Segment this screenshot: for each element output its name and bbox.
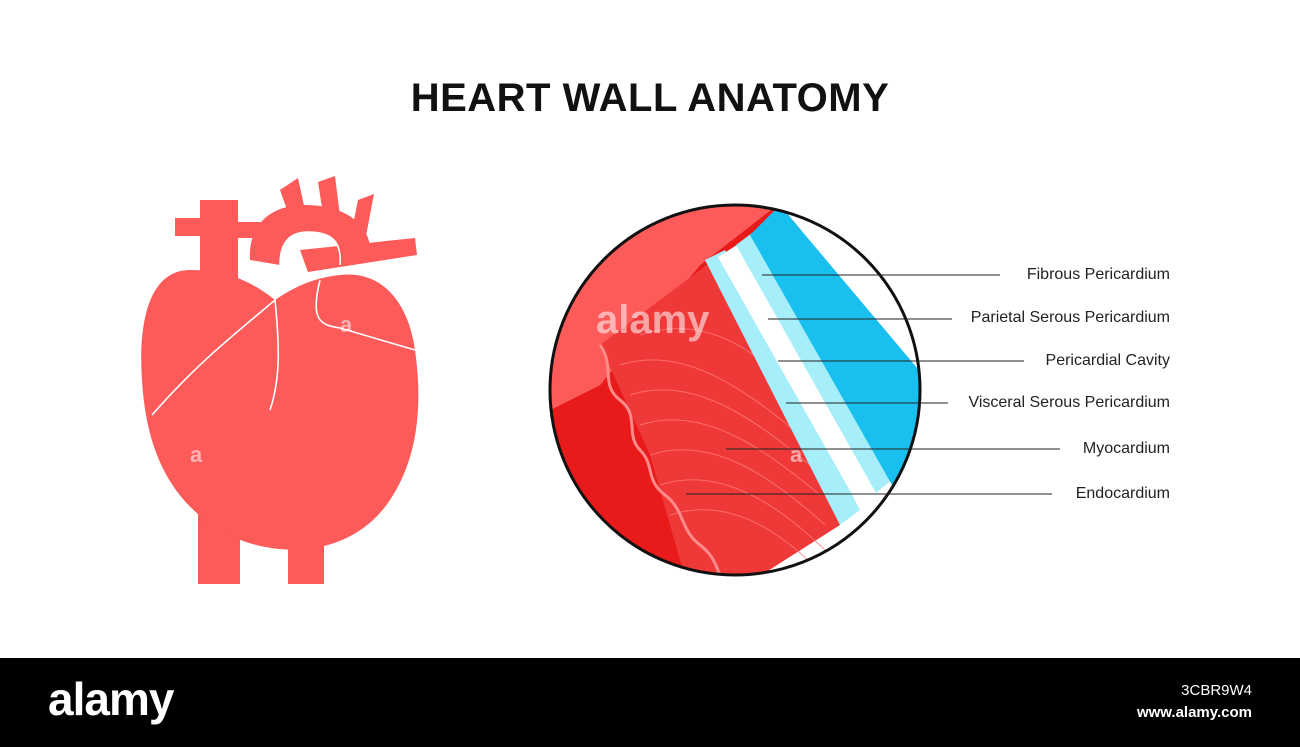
label-pericardial-cavity: Pericardial Cavity [1045, 352, 1170, 369]
heart-illustration [141, 176, 419, 584]
pericardial-cavity [718, 243, 880, 505]
myocardium-region [550, 205, 840, 575]
label-visceral-serous-pericardium: Visceral Serous Pericardium [968, 394, 1170, 411]
cross-section-border [548, 203, 922, 577]
footer-image-id: 3CBR9W4 [1181, 682, 1252, 699]
muscle-fibres [600, 255, 840, 575]
footer-bar: alamy 3CBR9W4 www.alamy.com [0, 658, 1300, 747]
endocardium-border [598, 344, 732, 575]
watermark-center: alamy [596, 298, 710, 342]
label-myocardium: Myocardium [1082, 440, 1170, 457]
footer-logo: alamy [48, 673, 174, 725]
label-parietal-serous-pericardium: Parietal Serous Pericardium [970, 309, 1170, 326]
pulmonary-branch [300, 238, 417, 272]
watermark-small-1: a [340, 312, 353, 337]
heart-body [141, 270, 419, 550]
parietal-serous-layer [736, 233, 894, 493]
watermark-small-2: a [190, 442, 203, 467]
diagram-title: HEART WALL ANATOMY [410, 76, 890, 120]
visceral-serous-layer [705, 250, 860, 525]
label-fibrous-pericardium: Fibrous Pericardium [1026, 266, 1170, 283]
footer-url: www.alamy.com [1136, 704, 1252, 721]
left-pulmonary-vessel [175, 218, 207, 236]
label-endocardium: Endocardium [1075, 485, 1170, 502]
right-pulmonary-vessel [232, 222, 262, 238]
heart-wall-cross-section [548, 203, 1060, 577]
watermark-small-3: a [790, 442, 803, 467]
